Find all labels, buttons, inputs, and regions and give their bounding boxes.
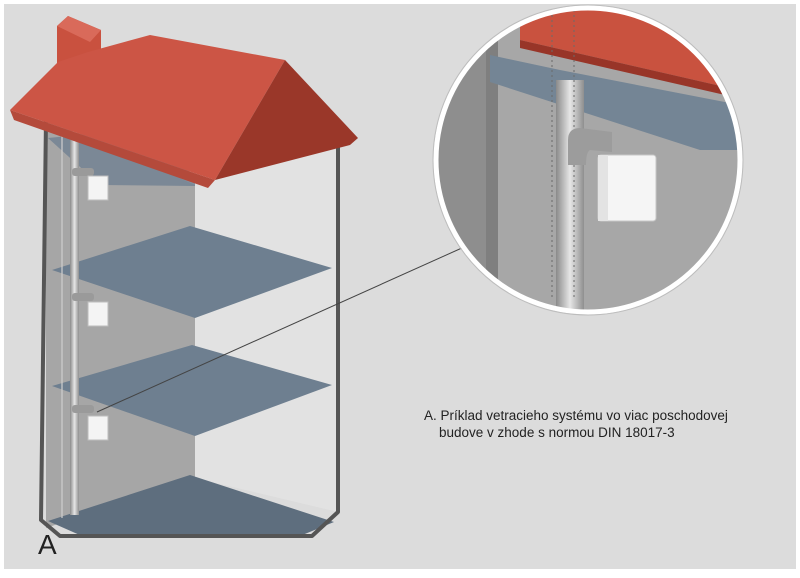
building-cutaway [10, 16, 358, 538]
caption-line-2: budove v zhode s normou DIN 18017-3 [439, 425, 675, 440]
building-outline [39, 117, 340, 538]
side-wall [195, 140, 338, 512]
fan-unit-middle [72, 293, 109, 327]
callout-line-lower [96, 242, 474, 413]
chimney-top [57, 16, 101, 42]
floor-slab-middle [52, 345, 332, 436]
fan-unit-bottom [72, 405, 109, 441]
floor-slab-upper [52, 226, 332, 318]
detail-magnifier [432, 4, 744, 316]
fan-unit-top [72, 168, 109, 201]
roof-eave [10, 110, 215, 188]
riser-duct [70, 45, 79, 515]
floor-slab-ground [48, 475, 334, 536]
roof-right [215, 60, 358, 180]
figure-label: A [38, 529, 57, 560]
roof-left [10, 35, 285, 180]
back-wall [46, 118, 195, 528]
detail-magnifier-ring [433, 5, 743, 315]
figure-caption: A. Príklad vetracieho systému vo viac po… [424, 407, 764, 441]
caption-line-1: A. Príklad vetracieho systému vo viac po… [424, 408, 728, 423]
